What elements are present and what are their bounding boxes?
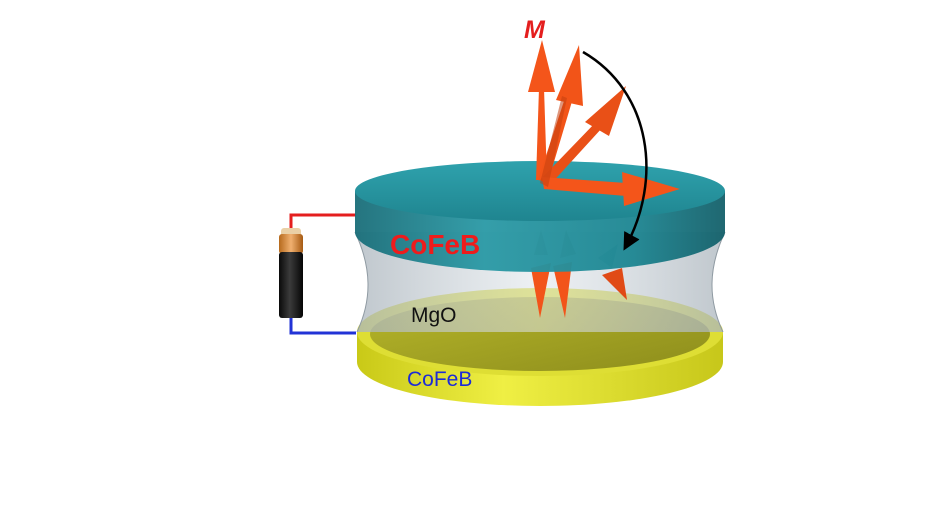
free-layer-label: CoFeB — [390, 229, 480, 260]
bottom-wire — [289, 313, 356, 335]
fixed-layer-label: CoFeB — [407, 368, 472, 391]
projected-arrows — [531, 262, 627, 318]
barrier-label: MgO — [411, 304, 457, 327]
curved-rotation-arrow-icon — [582, 50, 648, 251]
battery-icon — [279, 228, 303, 318]
magnetization-label: M — [524, 16, 546, 44]
circuit — [279, 213, 356, 335]
magnetization-arrows — [528, 40, 680, 206]
